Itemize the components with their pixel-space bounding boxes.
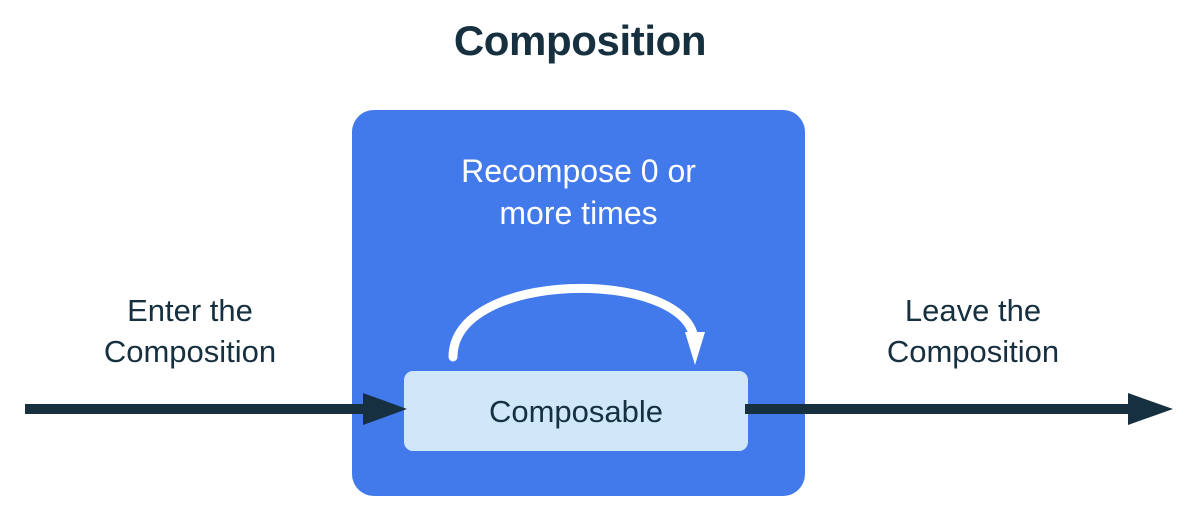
leave-composition-arrow-icon xyxy=(745,393,1173,425)
composable-node[interactable]: Composable xyxy=(404,371,748,451)
composable-node-label: Composable xyxy=(488,393,664,429)
recompose-loop-arrow-icon xyxy=(448,283,705,365)
leave-composition-label: Leave the Composition xyxy=(886,293,1060,369)
enter-composition-label: Enter the Composition xyxy=(103,293,277,369)
page-title: Composition xyxy=(453,17,707,64)
recompose-label: Recompose 0 or more times xyxy=(461,153,696,232)
enter-composition-arrow-icon xyxy=(25,393,407,425)
